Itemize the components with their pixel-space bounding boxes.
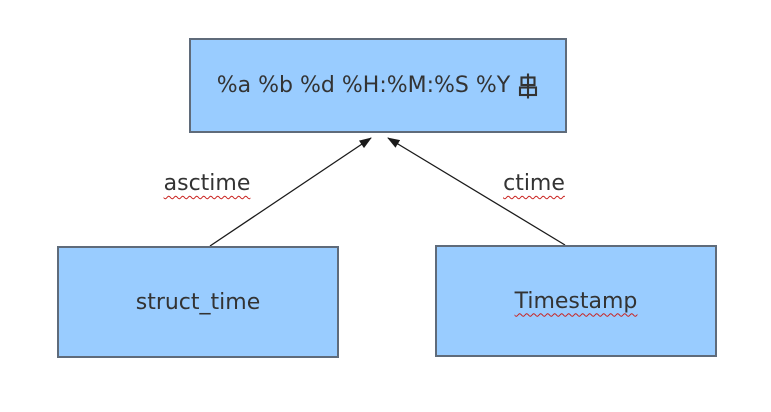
node-timestamp: Timestamp [435, 245, 717, 357]
edge-label-ctime: ctime [464, 171, 604, 196]
node-struct-time: struct_time [57, 246, 339, 358]
struct-time-label: struct_time [135, 289, 261, 315]
cjk-string-character-glyph [519, 73, 538, 98]
format-string-text: %a %b %d %H:%M:%S %Y [216, 73, 511, 98]
node-format-string: %a %b %d %H:%M:%S %Y [189, 38, 567, 133]
asctime-label-text: asctime [163, 171, 251, 196]
edge-label-asctime: asctime [137, 171, 277, 196]
timestamp-label: Timestamp [514, 288, 638, 314]
node-format-string-content: %a %b %d %H:%M:%S %Y [217, 73, 539, 99]
ctime-label-text: ctime [503, 171, 565, 196]
